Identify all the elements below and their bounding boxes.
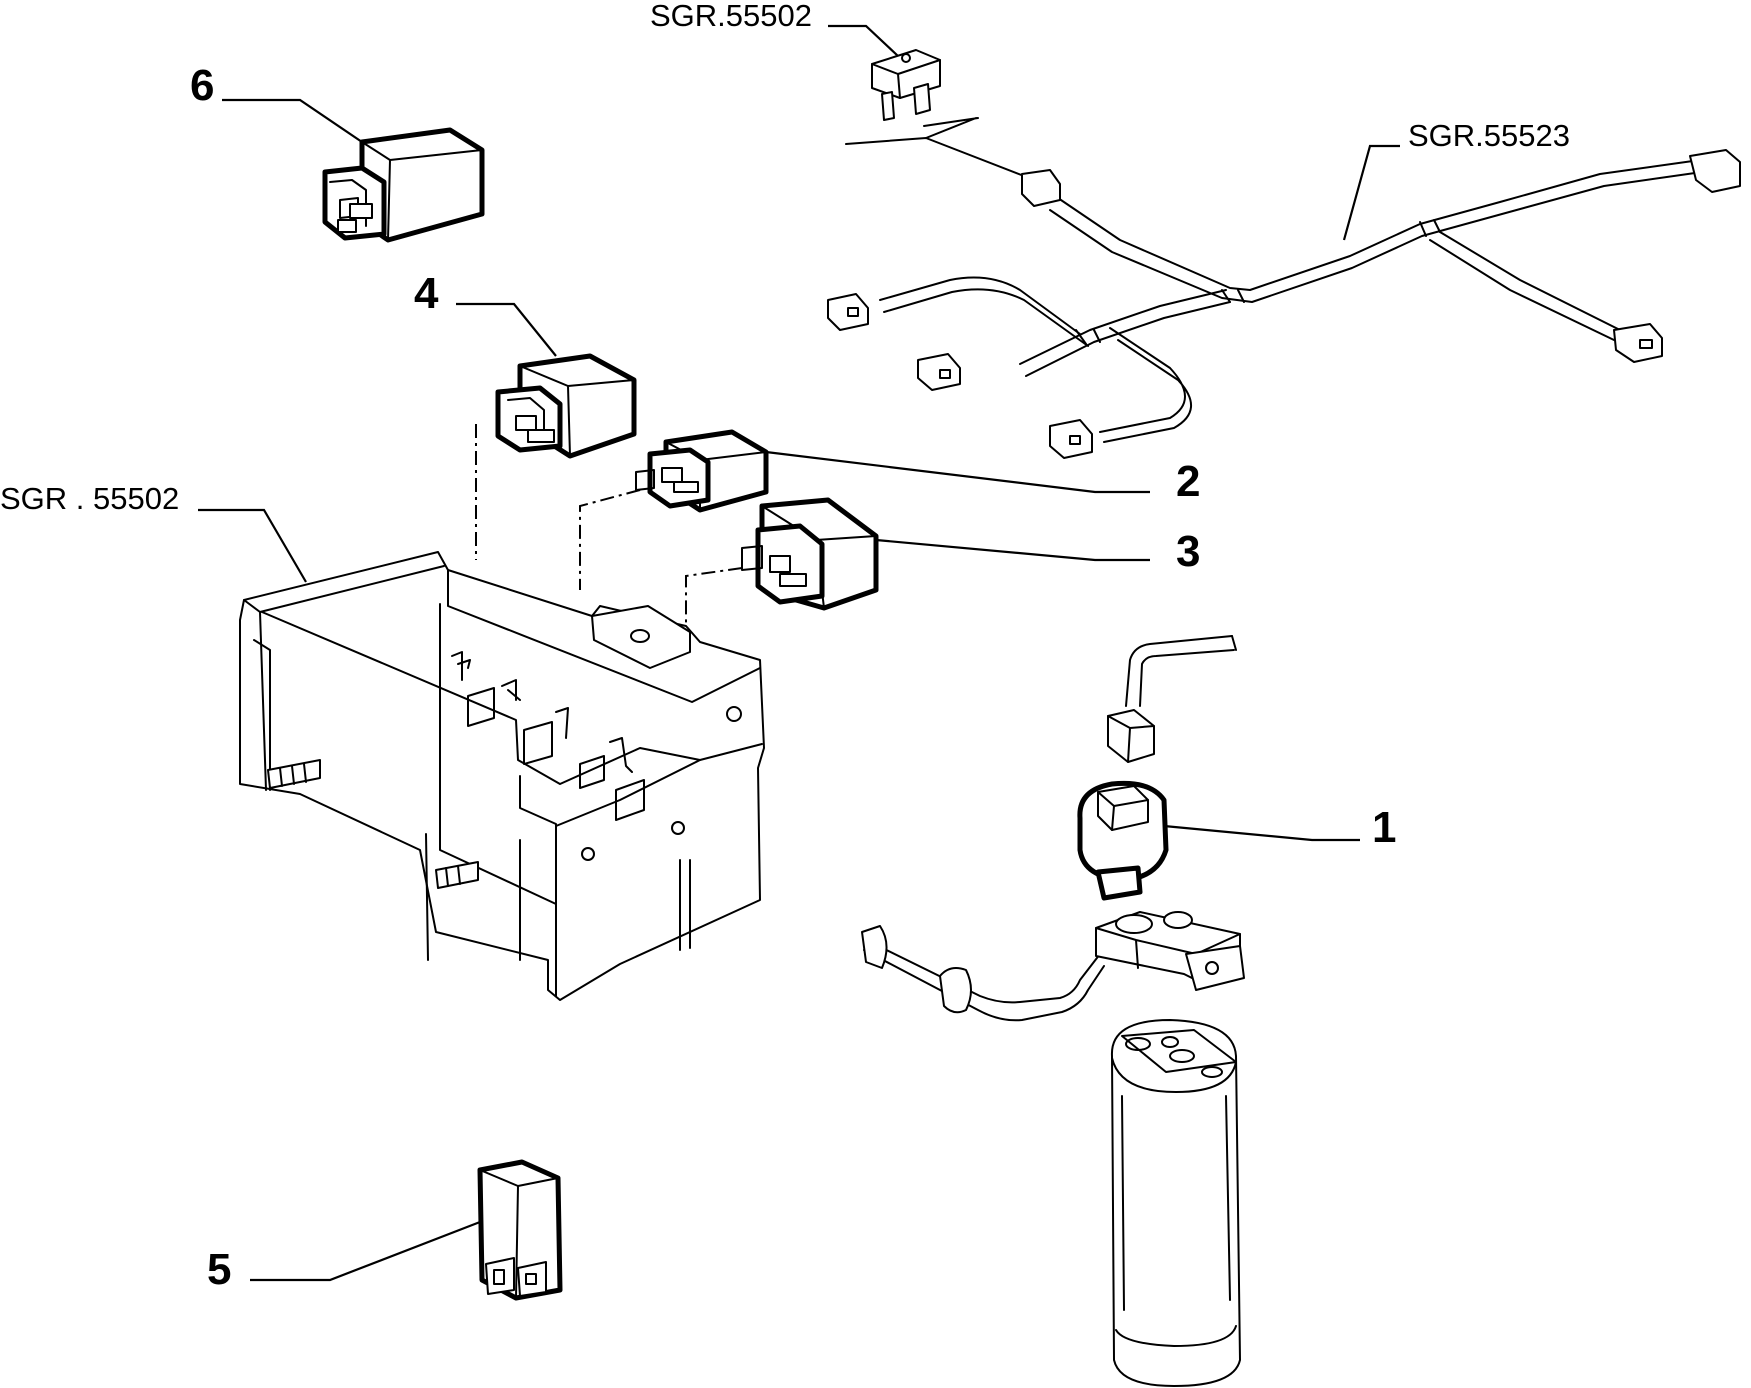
relay-3 bbox=[741, 497, 879, 611]
wiring-harness bbox=[827, 117, 1741, 459]
callout-6: 6 bbox=[190, 61, 363, 143]
fuse bbox=[871, 49, 941, 121]
callout-number-4: 4 bbox=[414, 269, 439, 318]
relay-2 bbox=[635, 429, 769, 513]
callout-2: 2 bbox=[765, 450, 1200, 506]
receiver-drier bbox=[861, 911, 1245, 1387]
relay-bracket bbox=[239, 551, 765, 1001]
bracket-reference-label: SGR . 55502 bbox=[0, 481, 179, 516]
fuse-reference-label: SGR.55502 bbox=[650, 0, 812, 33]
callout-4: 4 bbox=[414, 269, 557, 357]
callout-5: 5 bbox=[207, 1220, 481, 1294]
pressure-switch bbox=[1077, 635, 1237, 901]
relay-4 bbox=[495, 353, 637, 459]
callout-3: 3 bbox=[875, 527, 1200, 576]
harness-reference-label: SGR.55523 bbox=[1408, 118, 1570, 153]
callout-number-3: 3 bbox=[1176, 527, 1200, 576]
callout-number-1: 1 bbox=[1372, 803, 1396, 852]
callout-number-6: 6 bbox=[190, 61, 214, 110]
relay-6 bbox=[322, 127, 485, 243]
callout-harness-ref: SGR.55523 bbox=[1342, 118, 1570, 241]
assembly-lines bbox=[475, 424, 743, 626]
callout-number-5: 5 bbox=[207, 1245, 231, 1294]
callout-fuse-ref: SGR.55502 bbox=[650, 0, 899, 57]
relay-5 bbox=[477, 1159, 563, 1301]
callout-bracket-ref: SGR . 55502 bbox=[0, 481, 307, 583]
callout-number-2: 2 bbox=[1176, 457, 1200, 506]
callout-1: 1 bbox=[1163, 803, 1396, 852]
